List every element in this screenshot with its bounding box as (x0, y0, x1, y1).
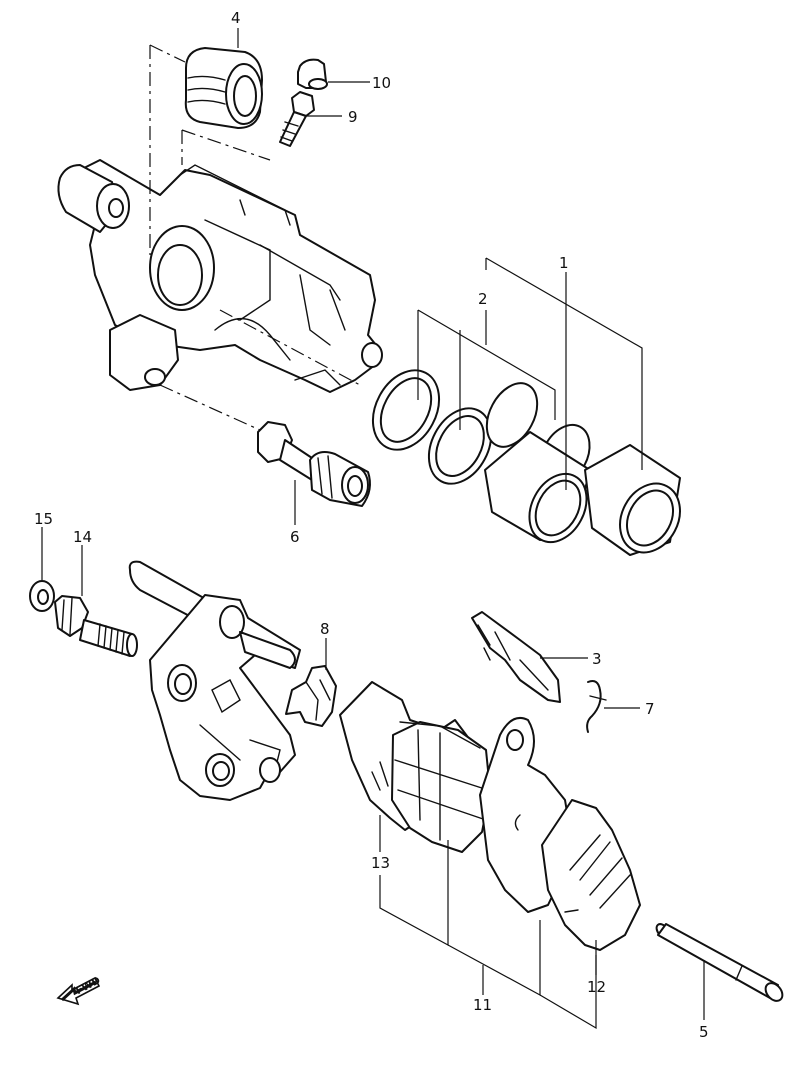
piston-right (584, 444, 681, 556)
callout-11: 11 (473, 996, 492, 1014)
caliper-body (57, 159, 383, 393)
part-6-slide-pin (257, 421, 371, 507)
part-12-shim (541, 799, 641, 951)
callout-9: 9 (348, 108, 358, 126)
part-5-pad-pin (655, 923, 784, 1002)
callout-12: 12 (587, 978, 606, 996)
callout-1: 1 (559, 254, 569, 272)
part-3-pad-spring (471, 611, 561, 703)
center-lines (149, 44, 361, 431)
piston-seal-right-outer (485, 382, 539, 448)
part-7-pin-clip (586, 680, 607, 733)
callout-13: 13 (371, 854, 390, 872)
part-14-bolt (54, 595, 138, 657)
callout-8: 8 (320, 620, 330, 638)
callout-5: 5 (699, 1023, 709, 1041)
brake-pad-friction-block (391, 721, 491, 853)
callout-7: 7 (645, 700, 655, 718)
piston-seal-left-inner (427, 407, 493, 485)
part-4-boot (184, 47, 263, 129)
part-10-bleeder-cap (297, 58, 328, 90)
callouts: 1 2 3 4 5 6 7 8 9 10 11 12 13 14 15 (34, 9, 709, 1041)
piston-left (484, 431, 591, 544)
part-9-bleeder-screw (279, 91, 315, 147)
part-15-washer (29, 580, 55, 612)
callout-15: 15 (34, 510, 53, 528)
callout-14: 14 (73, 528, 92, 546)
fwd-arrow-icon: FWD (56, 975, 102, 1006)
leader-lines (41, 28, 705, 1030)
callout-2: 2 (478, 290, 488, 308)
part-8-pad-clip (285, 665, 337, 727)
caliper-bracket (128, 560, 301, 801)
callout-3: 3 (592, 650, 602, 668)
callout-6: 6 (290, 528, 300, 546)
fwd-label: FWD (74, 975, 102, 997)
callout-4: 4 (231, 9, 241, 27)
callout-10: 10 (372, 74, 391, 92)
